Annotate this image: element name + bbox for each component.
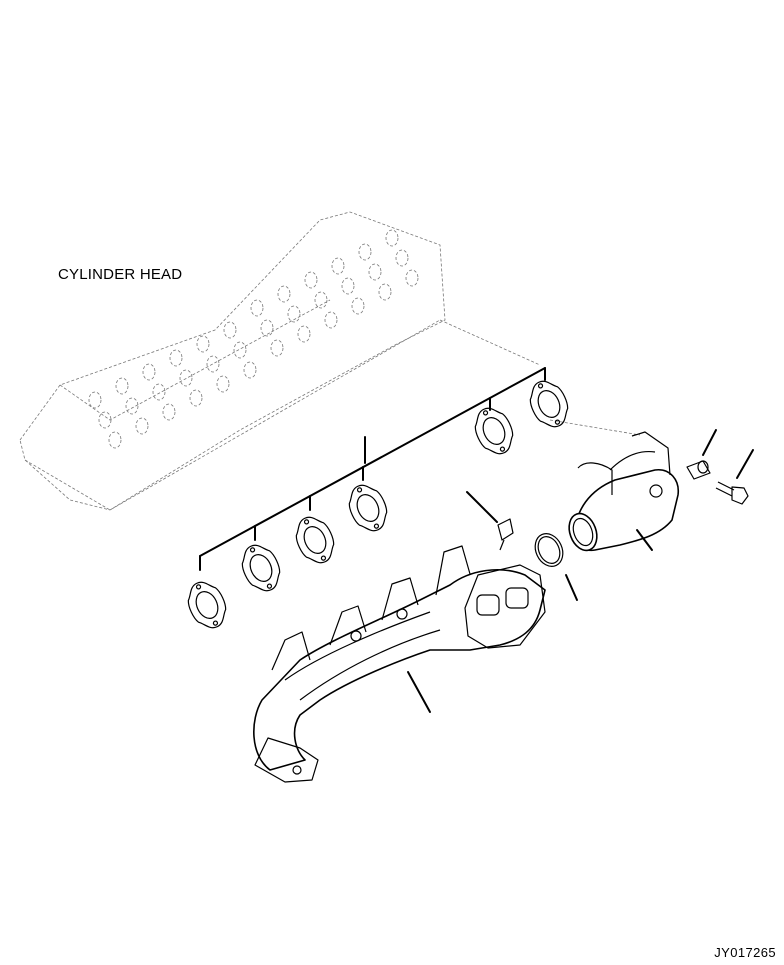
exhaust-gasket: [295, 516, 335, 564]
valve-spring: [162, 403, 176, 421]
valve-spring: [152, 383, 166, 401]
valve-spring: [385, 229, 399, 247]
valve-spring: [287, 305, 301, 323]
valve-spring: [125, 397, 139, 415]
exhaust-gasket: [529, 380, 569, 428]
valve-spring: [223, 321, 237, 339]
valve-spring: [88, 391, 102, 409]
valve-spring: [216, 375, 230, 393]
valve-spring: [351, 297, 365, 315]
flange-bolt: [715, 449, 754, 505]
valve-spring: [135, 417, 149, 435]
valve-spring: [368, 263, 382, 281]
exhaust-gasket: [348, 484, 388, 532]
valve-spring: [341, 277, 355, 295]
stud-bolt: [466, 491, 514, 551]
cylinder-head-label: CYLINDER HEAD: [58, 266, 183, 283]
valve-spring: [142, 363, 156, 381]
valve-spring: [260, 319, 274, 337]
valve-spring: [115, 377, 129, 395]
exhaust-gasket: [187, 581, 227, 629]
gasket-leader-bracket: [199, 367, 546, 571]
valve-spring: [277, 285, 291, 303]
valve-spring: [179, 369, 193, 387]
valve-spring: [395, 249, 409, 267]
valve-spring: [405, 269, 419, 287]
valve-spring: [358, 243, 372, 261]
valve-spring: [378, 283, 392, 301]
valve-spring: [169, 349, 183, 367]
exhaust-gasket: [474, 407, 514, 455]
spacer-sleeve: [686, 429, 717, 480]
exhaust-gasket: [241, 544, 281, 592]
valve-spring: [243, 361, 257, 379]
exhaust-connector: [568, 431, 680, 552]
exhaust-gaskets: [187, 380, 569, 629]
valve-spring: [270, 339, 284, 357]
valve-spring: [196, 335, 210, 353]
cylinder-head: [19, 211, 641, 511]
valve-spring: [331, 257, 345, 275]
valve-spring: [297, 325, 311, 343]
ring-seal: [534, 533, 578, 601]
valve-spring: [324, 311, 338, 329]
valve-spring: [250, 299, 264, 317]
exhaust-manifold: [253, 545, 546, 783]
valve-spring: [314, 291, 328, 309]
valve-spring: [98, 411, 112, 429]
valve-spring: [233, 341, 247, 359]
cylinder-head-valve-grid: [88, 229, 419, 449]
valve-spring: [304, 271, 318, 289]
valve-spring: [108, 431, 122, 449]
valve-spring: [206, 355, 220, 373]
drawing-code: JY017265: [714, 945, 776, 960]
valve-spring: [189, 389, 203, 407]
